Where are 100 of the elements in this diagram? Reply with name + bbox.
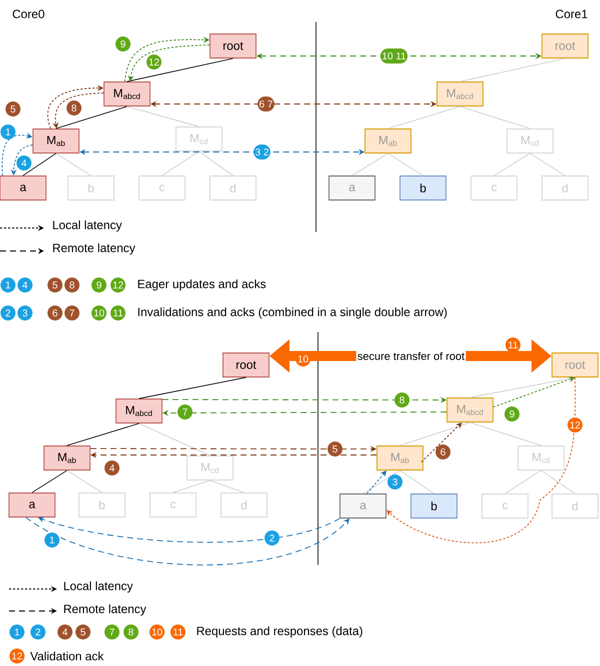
tree-line [66, 470, 102, 493]
tree-node-box: root [222, 352, 270, 378]
step-badge: 3 2 [254, 144, 270, 160]
step-badge: 1 [44, 532, 60, 548]
tree-node-box: M$_{ab}$ [376, 446, 424, 470]
tree-line [32, 470, 68, 493]
step-badge: 12 [568, 418, 582, 432]
step-badge: 5 [6, 102, 20, 116]
tree-line [138, 377, 246, 399]
core-label: Core1 [556, 10, 588, 18]
tree-line [162, 151, 200, 176]
tree-line [400, 422, 470, 446]
step-badge: 5 [76, 624, 90, 640]
step-badge: 7 [178, 404, 192, 420]
step-badge: 12 [10, 648, 24, 664]
tree-node-box: a [0, 176, 46, 200]
step-badge: 1 [0, 124, 16, 140]
step-badge: 4 [16, 156, 32, 170]
tree-node-box: M$_{abcd}$ [116, 398, 162, 424]
tree-node-box: M$_{abcd}$ [446, 398, 494, 422]
step-badge: 10 11 [380, 48, 408, 64]
tree-node-box: M$_{ab}$ [32, 128, 80, 154]
tree-node-box: a [340, 494, 386, 518]
tree-line [56, 153, 92, 176]
step-badge: 8 [66, 100, 82, 116]
step-badge: 3 [18, 306, 32, 320]
legend-text: Invalidations and acks (combined in a single double arrow) [138, 307, 447, 319]
step-badge: 6 7 [258, 96, 274, 112]
tree-node-box: M$_{ab}$ [44, 446, 90, 470]
legend-text: Requests and responses (data) [197, 626, 362, 638]
step-badge: 4 [18, 278, 32, 292]
tree-line [198, 151, 234, 176]
step-badge: 1 [10, 624, 24, 640]
step-badge: 10 [150, 624, 164, 640]
step-badge: 8 [64, 278, 80, 292]
tree-node-box: M$_{abcd}$ [104, 82, 150, 106]
arrow [38, 516, 340, 543]
tree-line [210, 480, 244, 493]
tree-line [362, 470, 400, 494]
step-badge: 4 [104, 460, 120, 476]
step-badge: 11 [170, 624, 186, 640]
core-label: Core0 [12, 10, 44, 18]
step-badge: 7 [104, 624, 120, 640]
tree-node-box: b [400, 176, 446, 200]
tree-line [494, 153, 530, 176]
step-badge: 5 [48, 278, 62, 292]
tree-line [460, 106, 530, 129]
tree-line [388, 153, 424, 176]
step-badge: 11 [110, 306, 126, 320]
tree-line [22, 153, 56, 176]
tree-node-box: root [542, 34, 588, 58]
step-badge: 2 [30, 624, 46, 640]
tree-node-box: a [328, 176, 376, 200]
step-badge: 9 [116, 36, 130, 52]
step-badge: 11 [506, 338, 520, 352]
tree-line [504, 470, 542, 494]
tree-line [66, 423, 140, 446]
tree-node-box: M$_{abcd}$ [436, 82, 484, 106]
step-badge: 1 [0, 278, 16, 292]
legend-text: Validation ack [30, 652, 104, 660]
legend-text: Remote latency [53, 243, 136, 255]
step-badge: 2 [0, 306, 16, 320]
step-badge: 6 [48, 306, 62, 320]
step-badge: 12 [110, 278, 126, 292]
tree-line [352, 153, 388, 176]
tree-line [126, 106, 200, 127]
step-badge: 5 [328, 442, 342, 456]
tree-node-box: b [410, 494, 458, 518]
tree-node-box: root [552, 352, 598, 378]
tree-line [388, 106, 460, 129]
step-badge: 9 [92, 278, 106, 292]
step-badge: 8 [124, 624, 138, 640]
step-badge: 3 [388, 474, 402, 490]
tree-node-box: root [210, 34, 256, 58]
tree-line [540, 470, 576, 494]
step-badge: 7 [64, 306, 80, 320]
step-badge: 10 [296, 352, 310, 366]
step-badge: 10 [92, 306, 106, 320]
legend-text: Remote latency [64, 604, 146, 616]
step-badge: 4 [58, 624, 72, 640]
transfer-caption: secure transfer of root [358, 352, 464, 360]
tree-line [470, 422, 542, 446]
tree-line [126, 58, 234, 82]
step-badge: 2 [264, 530, 280, 546]
tree-line [470, 377, 576, 398]
legend-text: Local latency [64, 581, 133, 593]
step-badge: 9 [504, 406, 520, 422]
tree-line [400, 470, 434, 494]
step-badge: 6 [436, 444, 450, 460]
tree-line [460, 58, 566, 82]
step-badge: 12 [146, 54, 162, 70]
tree-node-box: M$_{ab}$ [364, 128, 412, 154]
legend-text: Eager updates and acks [138, 279, 266, 291]
step-badge: 8 [394, 392, 410, 408]
tree-line [56, 106, 128, 129]
tree-line [530, 153, 566, 176]
tree-line [138, 423, 210, 456]
tree-node-box: a [8, 492, 56, 518]
tree-line [172, 480, 210, 493]
legend-text: Local latency [53, 220, 122, 232]
